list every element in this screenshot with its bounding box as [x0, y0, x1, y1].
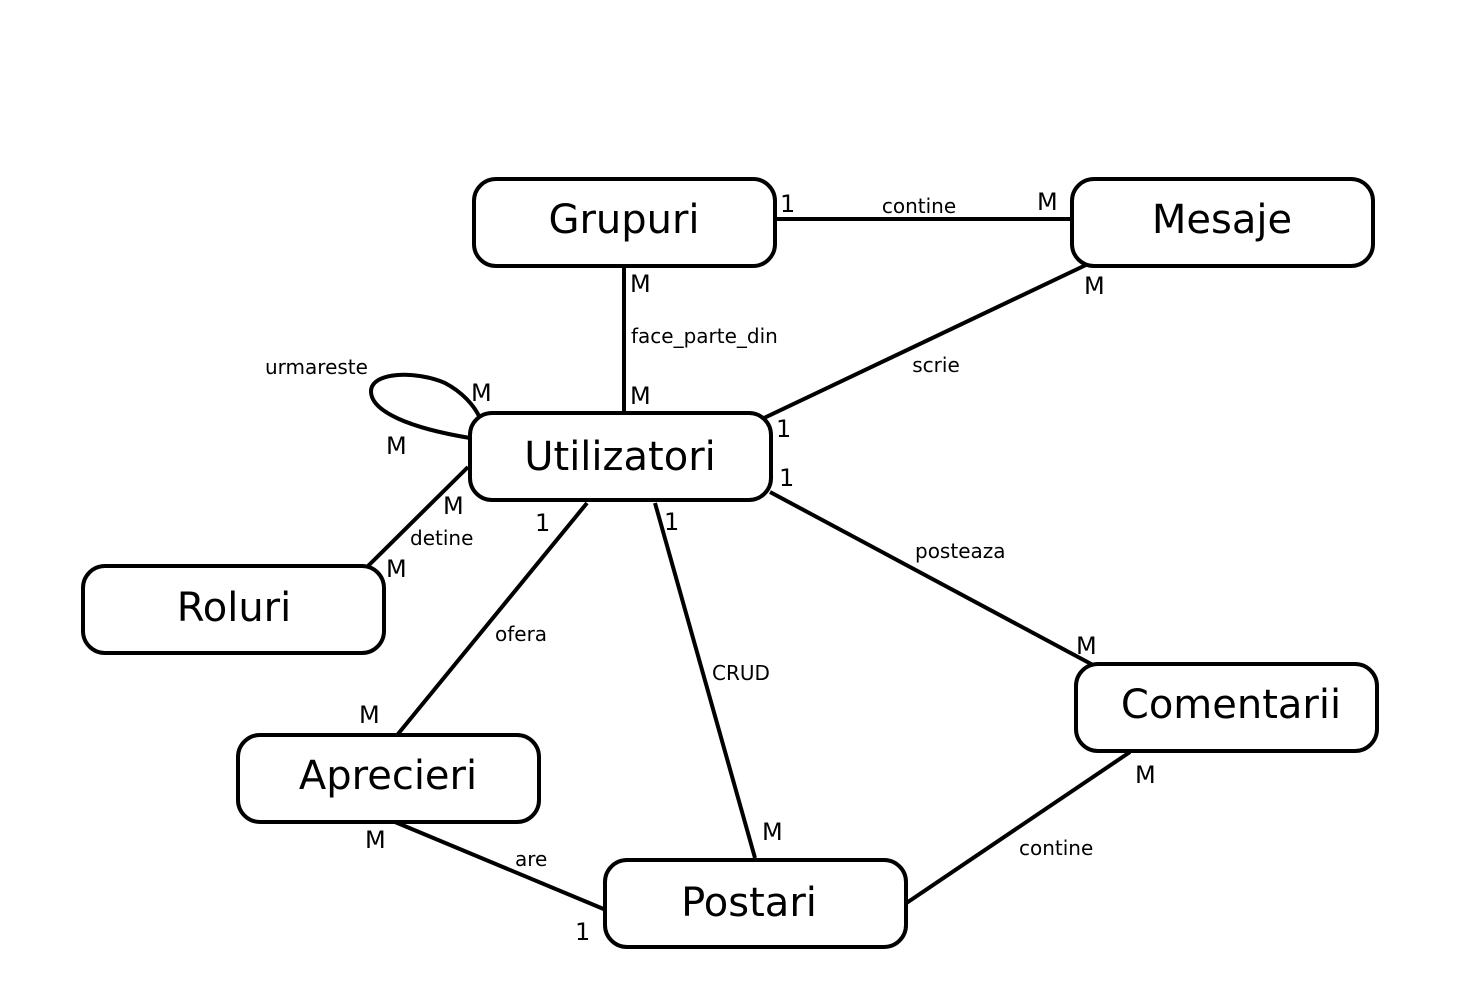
card-utilizatori-self-top: M: [471, 379, 492, 407]
card-utilizatori-roluri-utilizatori: M: [443, 492, 464, 520]
card-utilizatori-aprecieri-utilizatori: 1: [535, 509, 550, 537]
line-utilizatori-roluri: [366, 465, 470, 568]
card-utilizatori-comentarii-utilizatori: 1: [779, 464, 794, 492]
entity-comentarii-label: Comentarii: [1121, 682, 1341, 728]
line-utilizatori-aprecieri: [396, 501, 589, 736]
rel-label-utilizatori-roluri: detine: [410, 526, 473, 550]
card-grupuri-utilizatori-grupuri: M: [630, 270, 651, 298]
card-utilizatori-postari-utilizatori: 1: [664, 508, 679, 536]
entity-utilizatori: Utilizatori: [468, 411, 773, 502]
line-comentarii-postari: [903, 750, 1132, 906]
line-utilizatori-comentarii: [769, 490, 1094, 667]
entity-aprecieri-label: Aprecieri: [299, 753, 477, 799]
line-utilizatori-self: [368, 372, 482, 440]
rel-label-utilizatori-mesaje: scrie: [912, 353, 960, 377]
rel-label-comentarii-postari: contine: [1019, 836, 1093, 860]
rel-label-aprecieri-postari: are: [515, 847, 547, 871]
entity-mesaje: Mesaje: [1070, 177, 1375, 268]
entity-comentarii: Comentarii: [1074, 662, 1379, 753]
line-utilizatori-mesaje: [761, 262, 1089, 421]
entity-roluri: Roluri: [81, 564, 386, 655]
card-utilizatori-aprecieri-aprecieri: M: [359, 701, 380, 729]
card-grupuri-mesaje-grupuri: 1: [780, 190, 795, 218]
entity-aprecieri: Aprecieri: [236, 733, 541, 824]
card-grupuri-utilizatori-utilizatori: M: [630, 382, 651, 410]
entity-roluri-label: Roluri: [177, 585, 292, 631]
card-utilizatori-postari-postari: M: [762, 818, 783, 846]
entity-utilizatori-label: Utilizatori: [524, 434, 716, 480]
card-utilizatori-self-left: M: [386, 432, 407, 460]
line-utilizatori-postari: [653, 502, 757, 859]
entity-postari-label: Postari: [681, 880, 817, 926]
rel-label-grupuri-utilizatori: face_parte_din: [631, 324, 778, 348]
card-aprecieri-postari-aprecieri: M: [365, 826, 386, 854]
line-aprecieri-postari: [394, 820, 607, 912]
card-aprecieri-postari-postari: 1: [575, 918, 590, 946]
entity-mesaje-label: Mesaje: [1152, 197, 1292, 243]
entity-postari: Postari: [603, 858, 908, 949]
rel-label-utilizatori-aprecieri: ofera: [495, 622, 547, 646]
card-utilizatori-comentarii-comentarii: M: [1076, 632, 1097, 660]
entity-grupuri: Grupuri: [472, 177, 777, 268]
rel-label-utilizatori-postari: CRUD: [712, 661, 770, 685]
entity-grupuri-label: Grupuri: [548, 197, 699, 243]
card-utilizatori-roluri-roluri: M: [386, 555, 407, 583]
rel-label-utilizatori-self: urmareste: [265, 355, 368, 379]
card-comentarii-postari-comentarii: M: [1135, 761, 1156, 789]
card-utilizatori-mesaje-utilizatori: 1: [776, 415, 791, 443]
card-utilizatori-mesaje-mesaje: M: [1084, 272, 1105, 300]
rel-label-grupuri-mesaje: contine: [882, 194, 956, 218]
rel-label-utilizatori-comentarii: posteaza: [915, 539, 1006, 563]
card-grupuri-mesaje-mesaje: M: [1037, 188, 1058, 216]
